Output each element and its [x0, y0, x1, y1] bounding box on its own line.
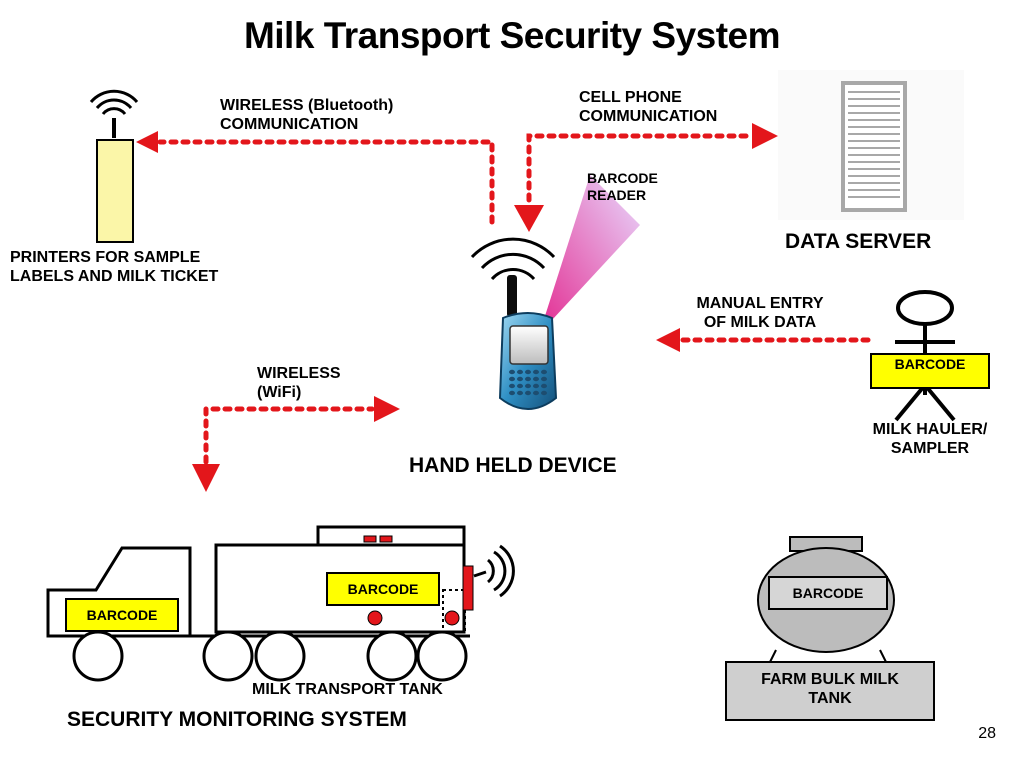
wifi-signal-icon: [89, 89, 139, 116]
printer: [96, 118, 134, 243]
milk-transport-tank-label: MILK TRANSPORT TANK: [252, 681, 443, 698]
page-title: Milk Transport Security System: [243, 15, 781, 56]
bulk-tank: [725, 536, 935, 721]
hand-held-device-label: HAND HELD DEVICE: [409, 454, 617, 477]
wireless-wifi-label: WIRELESS(WiFi): [257, 365, 341, 402]
truck-tank-barcode-tag: BARCODE: [326, 572, 440, 606]
data-server-label: DATA SERVER: [785, 230, 932, 253]
milk-hauler-label: MILK HAULER/SAMPLER: [872, 421, 988, 458]
bluetooth-arrow: [136, 131, 495, 225]
handheld-device-icon: [470, 237, 558, 410]
truck-cab-barcode-tag: BARCODE: [65, 598, 179, 632]
page-number: 28: [978, 725, 996, 742]
manual-entry-arrow: [656, 328, 871, 352]
barcode-beam: [545, 175, 640, 320]
wireless-bluetooth-label: WIRELESS (Bluetooth)COMMUNICATION: [220, 97, 394, 134]
truck-signal-icon: [473, 544, 515, 598]
security-monitoring-label: SECURITY MONITORING SYSTEM: [67, 708, 407, 731]
cell-phone-arrow: [514, 123, 778, 232]
server-icon: [778, 70, 964, 220]
wifi-arrow: [192, 396, 400, 492]
bulk-tank-barcode-tag: BARCODE: [768, 576, 888, 610]
hauler-barcode-tag: BARCODE: [870, 353, 990, 389]
truck-lights: [363, 535, 474, 626]
